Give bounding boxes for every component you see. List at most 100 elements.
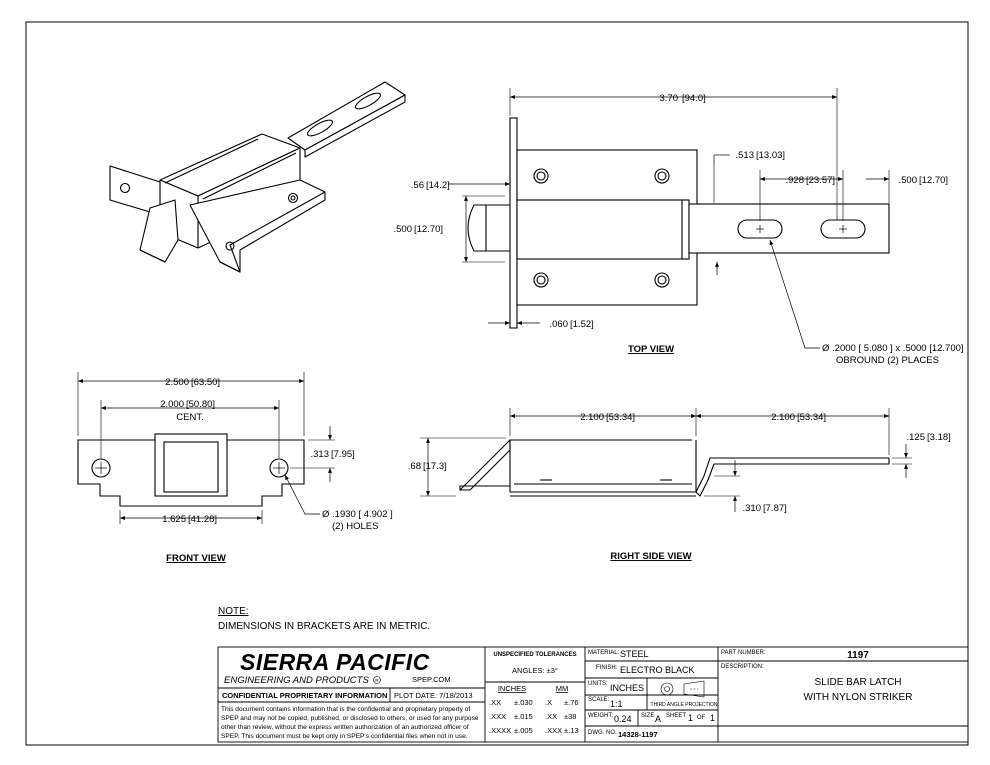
angles-tolerance: ANGLES: ±3° bbox=[512, 666, 558, 675]
note-text: DIMENSIONS IN BRACKETS ARE IN METRIC. bbox=[218, 621, 430, 632]
description-line1: SLIDE BAR LATCH bbox=[814, 677, 901, 688]
dim-2-100-right-mm: [53.34] bbox=[797, 412, 826, 423]
finish-value: ELECTRO BLACK bbox=[620, 665, 695, 675]
tol-in-key: .XXX bbox=[489, 712, 506, 721]
mm-header: MM bbox=[556, 684, 569, 693]
sheet-border bbox=[25, 21, 969, 746]
dim-513-mm: [13.03] bbox=[756, 150, 785, 161]
third-angle-projection-icon bbox=[660, 680, 705, 698]
dim-500-mm: [12.70] bbox=[414, 224, 443, 235]
dim-310: .310 bbox=[743, 503, 762, 514]
dim-2-500: 2.500 bbox=[165, 377, 189, 388]
sheet-value: 1 bbox=[688, 713, 693, 723]
dim-56-mm: [14.2] bbox=[426, 180, 450, 191]
dim-2-000: 2.000 bbox=[160, 399, 184, 410]
hole-callout-line2: (2) HOLES bbox=[332, 521, 378, 532]
tol-in-val: ±.015 bbox=[514, 712, 533, 721]
company-logo-text: SIERRA PACIFIC bbox=[240, 649, 430, 675]
dim-060: .060 bbox=[550, 319, 569, 330]
front-view: 2.500 [63.50] 2.000 [50.80] CENT. .313 [… bbox=[77, 372, 393, 564]
scale-value: 1:1 bbox=[610, 699, 623, 709]
dim-928-mm: [23.57] bbox=[806, 175, 835, 186]
tol-in-key: .XXXX bbox=[489, 726, 511, 735]
dim-500: .500 bbox=[394, 224, 413, 235]
dim-125: .125 bbox=[907, 432, 926, 443]
dim-500-right: .500 bbox=[899, 175, 918, 186]
confidential-label: CONFIDENTIAL PROPRIETARY INFORMATION bbox=[222, 691, 387, 700]
dim-cent-label: CENT. bbox=[176, 412, 203, 423]
dim-1-625-mm: [41.28] bbox=[188, 514, 217, 525]
inches-header: INCHES bbox=[498, 684, 526, 693]
units-label: UNITS: bbox=[588, 681, 608, 687]
size-value: A bbox=[655, 714, 661, 724]
tol-mm-val: ±.13 bbox=[564, 726, 579, 735]
note-heading: NOTE: bbox=[218, 606, 249, 617]
weight-value: 0.24 bbox=[614, 714, 632, 724]
description-label: DESCRIPTION: bbox=[721, 664, 764, 670]
dim-2-000-mm: [50.80] bbox=[186, 399, 215, 410]
front-view-title: FRONT VIEW bbox=[166, 553, 226, 564]
obround-callout-line2: OBROUND (2) PLACES bbox=[836, 355, 939, 366]
tol-mm-val: ±.76 bbox=[564, 698, 579, 707]
dim-1-625: 1.625 bbox=[162, 514, 186, 525]
right-side-view: 2.100 [53.34] 2.100 [53.34] .125 [3.18] … bbox=[408, 408, 951, 562]
notice-line-2: SPEP and may not be copied, published, o… bbox=[221, 715, 479, 722]
units-value: INCHES bbox=[610, 683, 644, 693]
tol-in-val: ±.005 bbox=[514, 726, 533, 735]
tol-in-val: ±.030 bbox=[514, 698, 533, 707]
dim-513: .513 bbox=[736, 150, 755, 161]
dim-125-mm: [3.18] bbox=[927, 432, 951, 443]
tol-mm-key: .X bbox=[545, 698, 552, 707]
part-number-value: 1197 bbox=[847, 650, 869, 661]
isometric-view bbox=[109, 81, 406, 273]
dim-928: .928 bbox=[786, 175, 805, 186]
dim-310-mm: [7.87] bbox=[763, 503, 787, 514]
obround-callout-line1: Ø .2000 [ 5.080 ] x .5000 [12.700] bbox=[822, 343, 964, 354]
top-view: 3.70 [94.0] .56 [14.2] .500 [12.70] .513… bbox=[394, 88, 964, 366]
part-number-label: PART NUMBER: bbox=[721, 650, 766, 656]
title-block: SIERRA PACIFIC ENGINEERING AND PRODUCTS … bbox=[217, 646, 969, 743]
dim-3-70: 3.70 bbox=[660, 93, 679, 104]
material-label: MATERIAL: bbox=[588, 650, 620, 656]
tol-mm-val: ±38 bbox=[564, 712, 576, 721]
size-label: SIZE bbox=[641, 713, 654, 719]
dim-68: .68 bbox=[408, 461, 421, 472]
dim-2-100-left: 2.100 bbox=[580, 412, 604, 423]
tol-mm-key: .XX bbox=[545, 712, 557, 721]
of-value: 1 bbox=[710, 713, 715, 723]
dim-2-500-mm: [63.50] bbox=[191, 377, 220, 388]
tol-mm-key: .XXX bbox=[545, 726, 562, 735]
tolerances-title: UNSPECIFIED TOLERANCES bbox=[493, 652, 576, 658]
notice-line-4: SPEP. This document must be kept only in… bbox=[221, 733, 468, 740]
company-tagline: ENGINEERING AND PRODUCTS bbox=[224, 675, 369, 686]
scale-label: SCALE: bbox=[588, 697, 610, 703]
dim-060-mm: [1.52] bbox=[570, 319, 594, 330]
weight-label: WEIGHT: bbox=[588, 713, 613, 719]
sheet-label: SHEET bbox=[666, 713, 686, 719]
dim-2-100-right: 2.100 bbox=[771, 412, 795, 423]
hole-callout-line1: Ø .1930 [ 4.902 ] bbox=[322, 509, 393, 520]
dim-3-70-mm: [94.0] bbox=[682, 93, 706, 104]
notice-line-1: This document contains information that … bbox=[221, 706, 470, 713]
dim-56: .56 bbox=[411, 180, 424, 191]
right-side-view-title: RIGHT SIDE VIEW bbox=[610, 551, 691, 562]
dim-500-right-mm: [12.70] bbox=[919, 175, 948, 186]
svg-text:R: R bbox=[375, 678, 379, 683]
projection-label: THIRD ANGLE PROJECTION bbox=[651, 702, 718, 708]
registered-icon: R bbox=[373, 676, 381, 684]
plot-date: PLOT DATE: 7/18/2013 bbox=[394, 691, 473, 700]
of-label: OF bbox=[697, 715, 706, 721]
dim-68-mm: [17.3] bbox=[423, 461, 447, 472]
company-website: SPEP.COM bbox=[412, 675, 451, 684]
notice-line-3: other than review, without the express w… bbox=[221, 724, 469, 731]
dwg-number: 14328-1197 bbox=[618, 730, 658, 739]
dim-2-100-left-mm: [53.34] bbox=[606, 412, 635, 423]
dwg-label: DWG. NO. bbox=[588, 730, 617, 736]
dim-313-mm: [7.95] bbox=[331, 449, 355, 460]
material-value: STEEL bbox=[620, 649, 649, 659]
dim-313: .313 bbox=[311, 449, 330, 460]
description-line2: WITH NYLON STRIKER bbox=[804, 692, 913, 703]
top-view-title: TOP VIEW bbox=[628, 344, 674, 355]
tol-in-key: .XX bbox=[489, 698, 501, 707]
